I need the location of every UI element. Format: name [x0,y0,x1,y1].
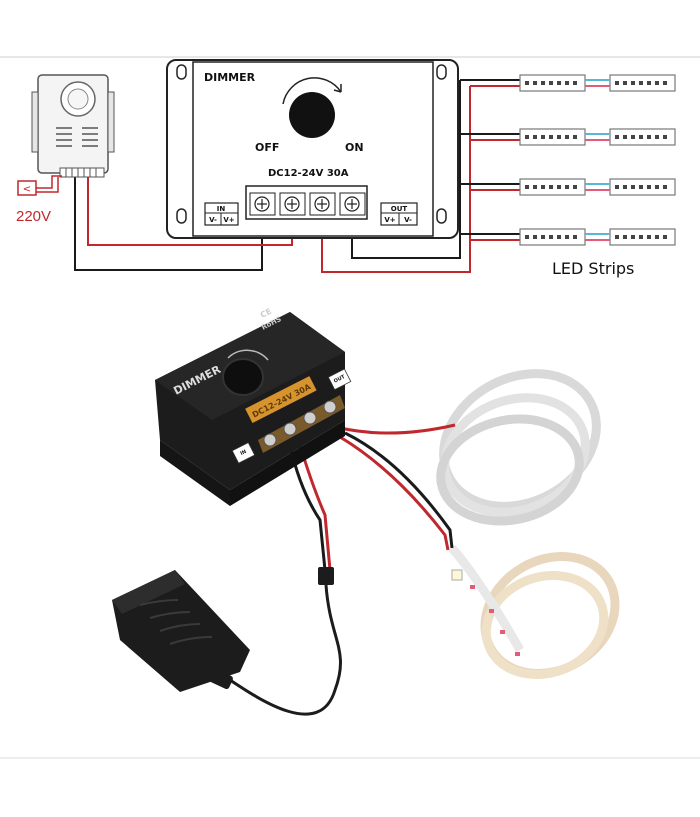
out-negative-label: V- [404,216,412,224]
schematic: < 220V DIMMER OFF ON DC12-24V 30A [16,59,676,278]
power-adapter [112,570,250,692]
led-strips: LED Strips [519,74,676,278]
photo-output-wires [335,423,456,551]
led-strip-row [519,128,676,146]
svg-text:<: < [23,184,31,195]
dimmer-title: DIMMER [204,71,256,84]
photo-rating-plate [245,376,317,424]
led-strip-row [519,178,676,196]
dimmer-knob-icon [222,358,264,396]
adapter-cable [229,584,342,716]
terminal-screw-icon [323,400,337,414]
in-negative-label: V- [209,216,217,224]
knob-icon [289,92,335,138]
dc-connector [318,567,334,585]
power-source: < 220V [16,74,115,225]
in-label: IN [217,205,226,213]
photo-ce-mark: CE [259,307,273,320]
dimmer-outline [166,59,459,239]
voltage-label: 220V [16,208,51,225]
terminal-screw-icon [283,422,297,436]
rotation-arc-icon [282,77,342,105]
photo-in-label: IN [239,449,247,457]
photo-terminal-block [258,395,345,453]
led-strips-label: LED Strips [552,259,634,278]
led-strip-coil [448,545,620,680]
led-strip-row [519,228,676,246]
power-source-vents [56,127,98,147]
photo-out-label: OUT [333,374,347,385]
dimmer-device: DIMMER CE RoHS DC12-24V 30A OUT [155,307,352,506]
off-label: OFF [255,141,279,154]
on-label: ON [345,141,364,154]
led-dots [470,585,520,656]
product-photo: DIMMER CE RoHS DC12-24V 30A OUT [112,307,620,716]
dimmer-rating: DC12-24V 30A [268,168,349,179]
out-positive-label: V+ [384,216,395,224]
led-strip-row [519,74,676,92]
mount-hole-icon [436,64,447,80]
wire-input-negative [74,175,263,271]
led-strip-coil [436,369,601,526]
terminal-screw-icon [263,433,277,447]
wire-output-positive [321,86,471,273]
dimmer-schematic: DIMMER OFF ON DC12-24V 30A [166,59,459,239]
mount-hole-icon [176,64,187,80]
dimmer-dial-arc-icon [227,349,269,361]
out-label: OUT [391,205,408,213]
mount-hole-icon [176,208,187,224]
mount-hole-icon [436,208,447,224]
terminal-screw-icon [303,411,317,425]
in-positive-label: V+ [223,216,234,224]
